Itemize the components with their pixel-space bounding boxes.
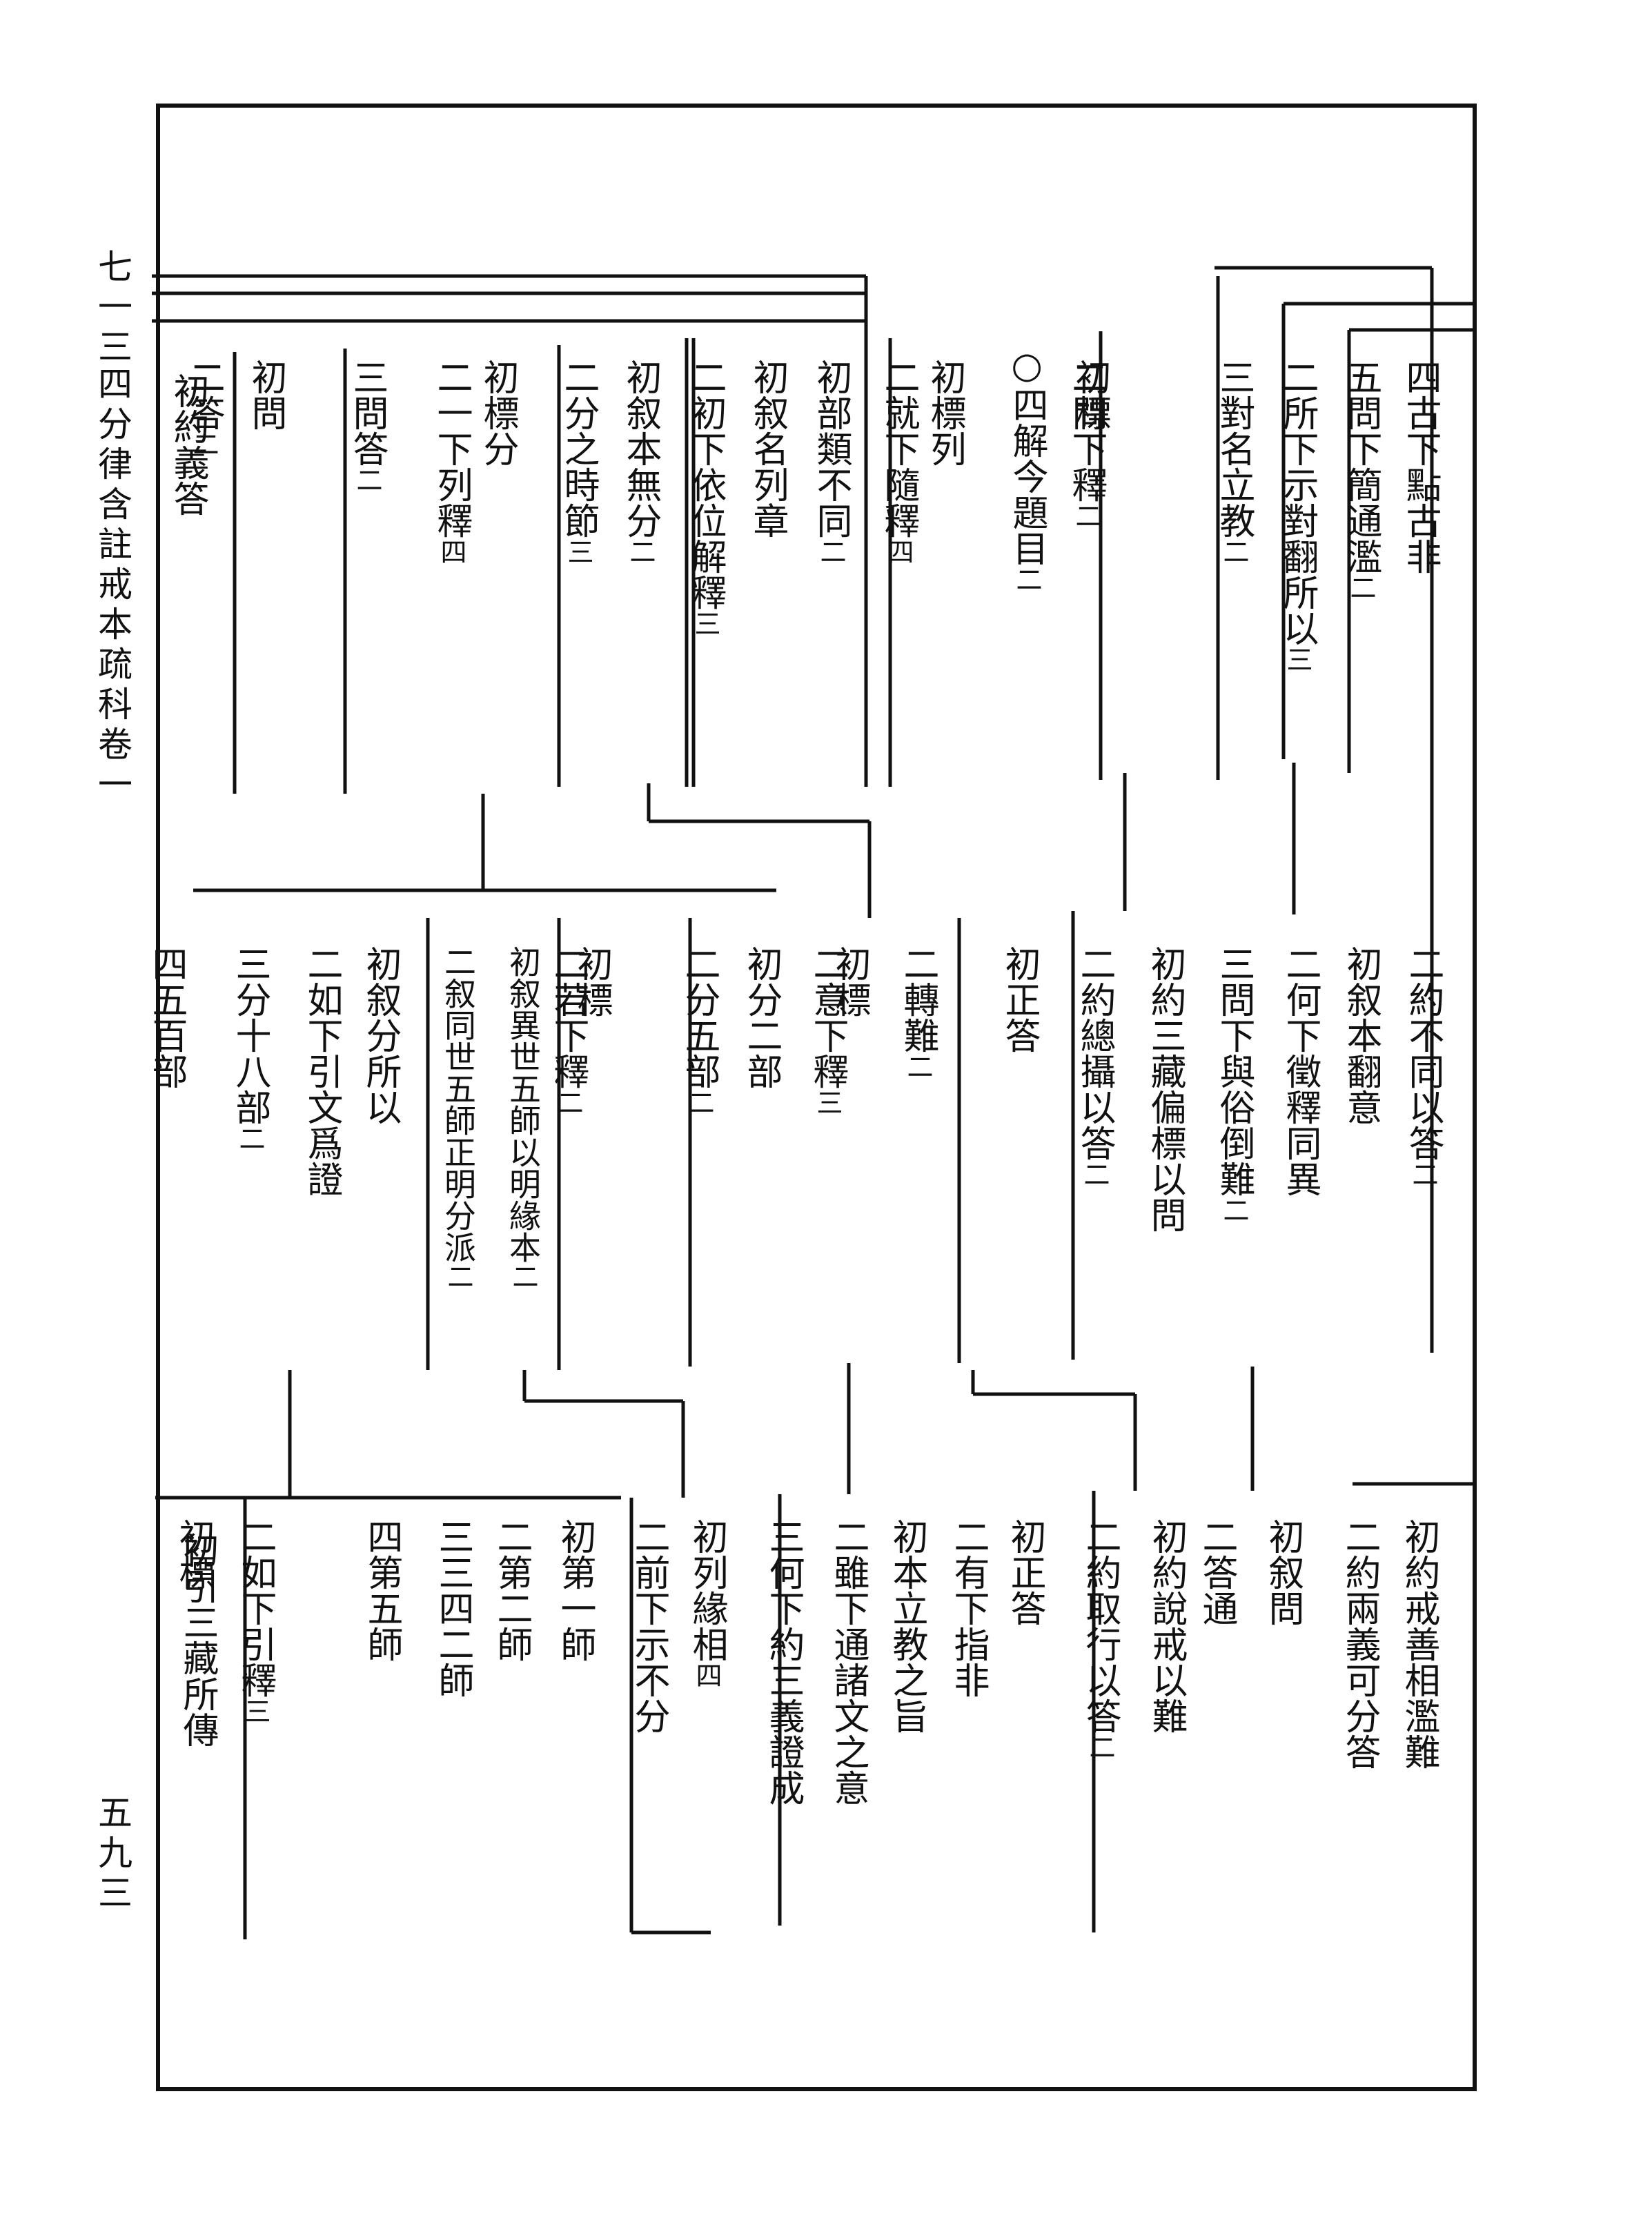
outline-entry: 二何下徵釋同異: [1279, 946, 1321, 1197]
outline-entry: 二轉難二: [897, 946, 938, 1079]
outline-entry: 二初下依位解釋三: [685, 359, 726, 636]
outline-entry: 初本立教之旨: [886, 1518, 927, 1734]
book-title: 四分律含註戒本疏科卷一: [92, 366, 132, 806]
outline-entry: 二約總攝以答二: [1074, 946, 1115, 1187]
outline-entry: 初約說戒以難: [1145, 1518, 1187, 1734]
outline-entry: 二就下隨釋四: [878, 359, 919, 565]
outline-entry: 四五百部: [146, 946, 187, 1089]
outline-entry: 二分五部二: [678, 946, 720, 1115]
outline-entry: 初問: [245, 359, 286, 431]
outline-entry: 初引三藏所傳: [177, 1532, 218, 1748]
outline-entry: 初叙本翻意: [1340, 946, 1381, 1125]
outline-entry: 初標: [829, 946, 870, 1017]
outline-entry: 二答通: [1196, 1518, 1237, 1626]
outline-entry: 二答二: [183, 359, 224, 457]
outline-entry: 初部類不同二: [810, 359, 852, 565]
outline-entry: 三問答二: [346, 359, 388, 493]
outline-entry: 初叙異世五師以明緣本二: [504, 946, 542, 1289]
outline-entry: 三何下約三義證成: [763, 1518, 804, 1805]
outline-entry: ○四解今題目二: [1006, 345, 1048, 592]
outline-entry: 四第五師: [361, 1518, 402, 1662]
outline-entry: 二約不同以答二: [1402, 946, 1444, 1187]
outline-entry: 二問下釋二: [1065, 359, 1107, 529]
outline-entry: 初叙問: [1262, 1518, 1304, 1626]
outline-entry: 初叙本無分二: [620, 359, 661, 565]
outline-entry: 二如下引釋三: [235, 1518, 276, 1724]
outline-entry: 初分二部: [740, 946, 782, 1089]
outline-entry: 初約戒善相濫難: [1398, 1518, 1439, 1770]
outline-entry: 初叙名列章: [747, 359, 788, 538]
outline-entry: 三三四二師: [432, 1518, 473, 1698]
outline-entry: 二分之時節三: [558, 359, 599, 565]
outline-entry: 二約兩義可分答: [1339, 1518, 1380, 1770]
outline-entry: 二第二師: [491, 1518, 532, 1662]
outline-entry: 二有下指非: [947, 1518, 989, 1698]
outline-entry: 二前下示不分: [628, 1518, 669, 1734]
outline-entry: 二意下釋三: [807, 946, 848, 1115]
outline-entry: 四古下點古非: [1399, 359, 1441, 574]
outline-entry: 初正答: [1004, 1518, 1045, 1626]
outline-entry: 初標: [571, 946, 612, 1017]
outline-entry: 初約三藏偏標以問: [1144, 946, 1186, 1233]
outline-entry: 二如下引文爲證: [301, 946, 342, 1197]
outline-entry: 初標列: [924, 359, 965, 467]
outline-entry: 初正答: [999, 946, 1040, 1053]
outline-entry: 五問下簡通濫二: [1340, 359, 1381, 600]
outline-entry: 三對名立教二: [1213, 359, 1255, 565]
outline-entry: 初標: [173, 1518, 214, 1590]
outline-entry: 二雖下通諸文之意: [827, 1518, 869, 1805]
outline-entry: 二若下釋二: [547, 946, 589, 1115]
outline-entry: 二約取行以答二: [1079, 1518, 1121, 1760]
outline-entry: 二所下示對翻所以三: [1277, 359, 1318, 672]
folio-top: 七一三: [92, 248, 132, 369]
outline-entry: 二一下列釋四: [431, 359, 472, 565]
outline-entry: 初第一師: [554, 1518, 596, 1662]
outline-entry: 初約義答: [167, 373, 208, 516]
outline-entry: 二叙同世五師正明分派二: [440, 946, 477, 1289]
page-number: 五九三: [92, 1794, 132, 1915]
outline-entry: 三分十八部二: [229, 946, 271, 1151]
outline-entry: 初列緣相四: [686, 1518, 727, 1688]
outline-entry: 三問下與俗倒難二: [1213, 946, 1255, 1223]
outline-entry: 初叙分所以: [360, 946, 401, 1125]
page-frame: [156, 104, 1477, 2091]
outline-entry: 初標: [1069, 359, 1110, 431]
outline-entry: 初標分: [477, 359, 518, 467]
